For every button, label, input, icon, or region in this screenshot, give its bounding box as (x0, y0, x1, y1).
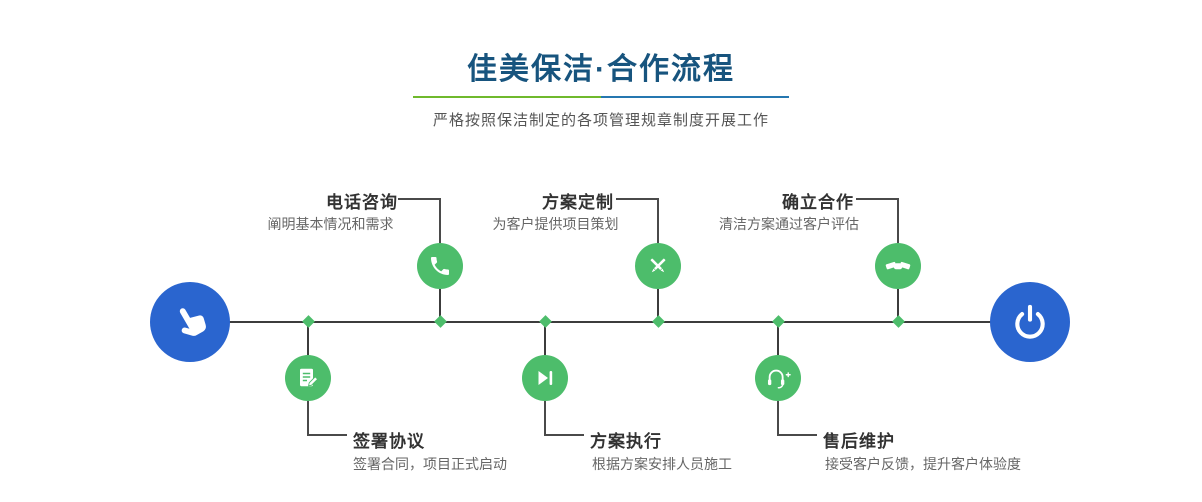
step-node-aftersales (755, 355, 801, 401)
step-desc-plan: 为客户提供项目策划 (492, 216, 619, 232)
step-node-agreement (285, 355, 331, 401)
connector-bottom-3 (777, 434, 817, 436)
step-node-phone (417, 243, 463, 289)
headset-plus-icon (765, 366, 791, 390)
connector-bottom-1 (307, 401, 309, 436)
step-node-plan (635, 243, 681, 289)
play-next-icon (533, 366, 557, 390)
step-title-cooperation: 确立合作 (782, 193, 854, 212)
pencils-icon (646, 254, 670, 278)
handshake-icon (885, 254, 911, 278)
step-title-execution: 方案执行 (590, 432, 662, 451)
title-divider (413, 96, 789, 98)
connector-top-1 (439, 198, 441, 243)
stem-bottom-2 (544, 322, 546, 355)
timeline-line (205, 321, 1015, 323)
timeline-diamond (302, 315, 315, 328)
step-title-plan: 方案定制 (542, 193, 614, 212)
step-node-cooperation (875, 243, 921, 289)
connector-top-3 (897, 198, 899, 243)
connector-top-2 (657, 198, 659, 243)
connector-bottom-1 (307, 434, 347, 436)
step-desc-cooperation: 清洁方案通过客户评估 (719, 216, 859, 232)
timeline-diamond (539, 315, 552, 328)
connector-bottom-2 (544, 434, 584, 436)
hand-pointer-icon (169, 301, 211, 343)
divider-blue-segment (601, 96, 789, 98)
stem-top-3 (897, 289, 899, 322)
power-icon (1011, 303, 1049, 341)
step-title-phone: 电话咨询 (326, 193, 398, 212)
timeline-diamond (892, 315, 905, 328)
page-title: 佳美保洁·合作流程 (467, 53, 735, 86)
step-desc-agreement: 签署合同，项目正式启动 (353, 456, 507, 472)
step-desc-phone: 阐明基本情况和需求 (267, 216, 394, 232)
timeline-end-node (990, 282, 1070, 362)
timeline-diamond (772, 315, 785, 328)
phone-icon (428, 254, 452, 278)
step-title-aftersales: 售后维护 (823, 432, 895, 451)
stem-bottom-3 (777, 322, 779, 355)
step-title-agreement: 签署协议 (353, 432, 425, 451)
stem-bottom-1 (307, 322, 309, 355)
timeline-diamond (652, 315, 665, 328)
connector-top-2 (616, 198, 658, 200)
timeline-diamond (434, 315, 447, 328)
stem-top-1 (439, 289, 441, 322)
connector-bottom-3 (777, 401, 779, 436)
connector-top-3 (856, 198, 898, 200)
divider-green-segment (413, 96, 601, 98)
step-desc-execution: 根据方案安排人员施工 (592, 456, 732, 472)
timeline-start-node (150, 282, 230, 362)
connector-top-1 (398, 198, 440, 200)
step-desc-aftersales: 接受客户反馈，提升客户体验度 (825, 456, 1021, 472)
connector-bottom-2 (544, 401, 546, 436)
page-subtitle: 严格按照保洁制定的各项管理规章制度开展工作 (432, 112, 769, 129)
stem-top-2 (657, 289, 659, 322)
step-node-execution (522, 355, 568, 401)
document-sign-icon (296, 366, 320, 390)
